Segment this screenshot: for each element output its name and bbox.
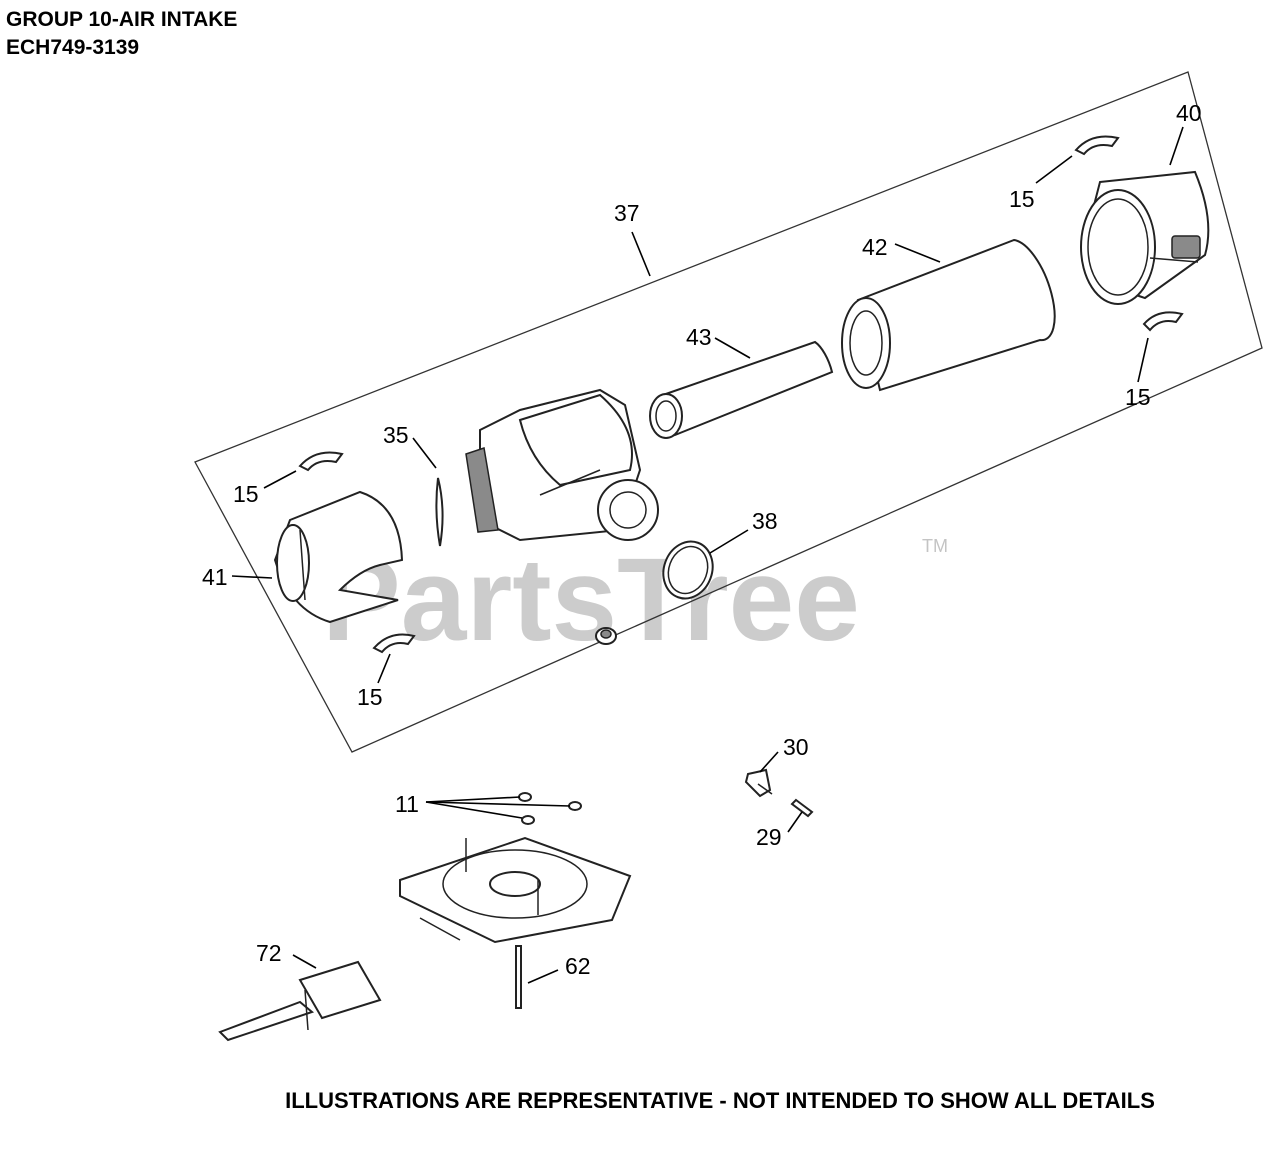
callout-37[interactable]: 37 bbox=[614, 200, 640, 226]
part-72-bracket[interactable] bbox=[218, 960, 382, 1042]
part-30-fitting[interactable] bbox=[744, 768, 773, 798]
part-15-clip-left[interactable] bbox=[298, 451, 344, 472]
adapter-plate[interactable] bbox=[399, 836, 632, 944]
model-number: ECH749-3139 bbox=[6, 36, 140, 59]
callout-11[interactable]: 11 bbox=[395, 791, 419, 817]
part-15-clip-right-lower[interactable] bbox=[1142, 311, 1184, 332]
part-42-filter[interactable] bbox=[841, 238, 1056, 392]
diagram-header: GROUP 10-AIR INTAKE ECH749-3139 bbox=[6, 6, 237, 62]
callout-15-bottom-left[interactable]: 15 bbox=[357, 684, 383, 710]
part-15-clip-top-right[interactable] bbox=[1074, 135, 1120, 156]
callout-43[interactable]: 43 bbox=[686, 324, 712, 350]
callout-42[interactable]: 42 bbox=[862, 234, 888, 260]
part-40-cover[interactable] bbox=[1080, 170, 1210, 305]
partstree-watermark: PartsTree bbox=[322, 534, 860, 666]
callout-30[interactable]: 30 bbox=[783, 734, 809, 760]
callout-15-top-right[interactable]: 15 bbox=[1009, 186, 1035, 212]
part-43-inner-filter[interactable] bbox=[649, 340, 834, 439]
callout-29[interactable]: 29 bbox=[756, 824, 782, 850]
disclaimer-footer: ILLUSTRATIONS ARE REPRESENTATIVE - NOT I… bbox=[285, 1088, 1155, 1113]
part-29-pin[interactable] bbox=[790, 798, 814, 818]
callout-38[interactable]: 38 bbox=[752, 508, 778, 534]
callout-41[interactable]: 41 bbox=[202, 564, 228, 590]
callout-72[interactable]: 72 bbox=[256, 940, 282, 966]
callout-15-right-lower[interactable]: 15 bbox=[1125, 384, 1151, 410]
callout-62[interactable]: 62 bbox=[565, 953, 591, 979]
grommet[interactable] bbox=[595, 627, 617, 645]
part-62-stud[interactable] bbox=[515, 945, 522, 1009]
part-11-nuts[interactable] bbox=[518, 792, 582, 825]
part-35-gasket[interactable] bbox=[435, 477, 444, 547]
watermark-trademark: TM bbox=[922, 536, 948, 556]
group-title: GROUP 10-AIR INTAKE bbox=[6, 8, 238, 31]
part-38-oring[interactable] bbox=[656, 535, 721, 606]
callout-35[interactable]: 35 bbox=[383, 422, 409, 448]
air-cleaner-base[interactable] bbox=[465, 388, 659, 542]
part-15-clip-bottom-left[interactable] bbox=[372, 633, 416, 654]
callout-40[interactable]: 40 bbox=[1176, 100, 1202, 126]
assembly-outline bbox=[194, 71, 1263, 753]
part-41-precleaner[interactable] bbox=[273, 490, 404, 624]
leader-lines bbox=[231, 126, 1184, 984]
callout-15-left[interactable]: 15 bbox=[233, 481, 259, 507]
